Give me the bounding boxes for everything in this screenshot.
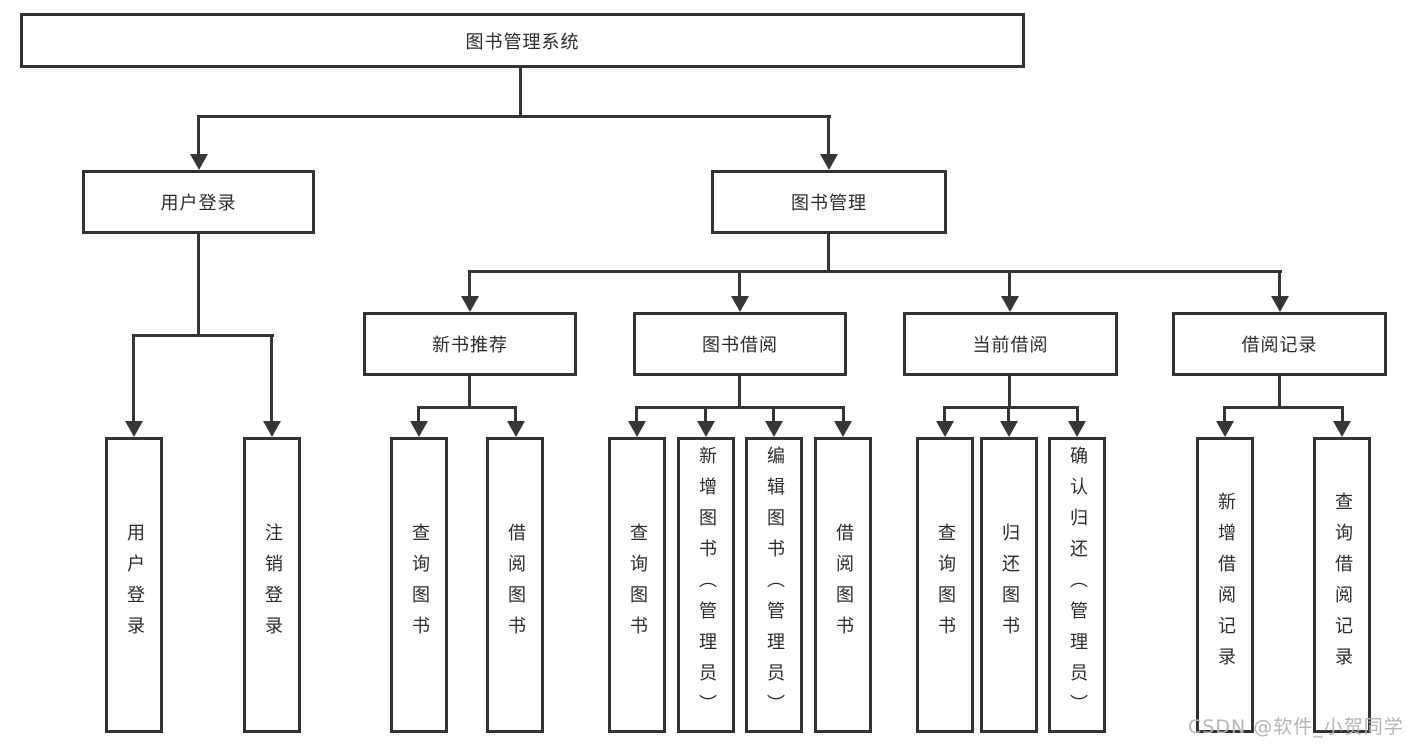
connector-line bbox=[827, 115, 830, 156]
connector-line bbox=[1278, 270, 1281, 298]
leaf-br-add-record: 新增借阅记录 bbox=[1196, 437, 1254, 733]
node-borrow-records-label: 借阅记录 bbox=[1241, 335, 1318, 356]
connector-line bbox=[827, 234, 830, 272]
arrowhead-down-icon bbox=[1001, 296, 1019, 312]
arrowhead-down-icon bbox=[697, 421, 715, 437]
arrowhead-down-icon bbox=[1216, 421, 1234, 437]
arrowhead-down-icon bbox=[263, 421, 281, 437]
leaf-cb-query-books: 查询图书 bbox=[916, 437, 974, 733]
connector-line bbox=[132, 334, 274, 337]
connector-line bbox=[1008, 270, 1011, 298]
connector-line bbox=[197, 115, 831, 118]
connector-line bbox=[635, 406, 638, 423]
connector-line bbox=[468, 376, 471, 408]
connector-line bbox=[519, 65, 522, 117]
leaf-cb-return-books-label: 归还图书 bbox=[999, 523, 1020, 647]
leaf-bb-edit-books-admin: 编辑图书（管理员） bbox=[745, 437, 803, 733]
arrowhead-down-icon bbox=[820, 154, 838, 170]
connector-line bbox=[417, 406, 517, 409]
connector-line bbox=[417, 406, 420, 423]
connector-line bbox=[1223, 406, 1226, 423]
leaf-cb-return-books: 归还图书 bbox=[980, 437, 1038, 733]
leaf-cb-confirm-return-admin-label: 确认归还（管理员） bbox=[1067, 445, 1088, 725]
leaf-bb-query-books-label: 查询图书 bbox=[627, 523, 648, 647]
node-new-book-recommend-label: 新书推荐 bbox=[432, 335, 508, 356]
leaf-bb-query-books: 查询图书 bbox=[608, 437, 666, 733]
leaf-nbr-query-books-label: 查询图书 bbox=[409, 523, 430, 647]
leaf-logout: 注销登录 bbox=[243, 437, 301, 733]
connector-line bbox=[468, 270, 471, 298]
connector-line bbox=[132, 334, 135, 423]
leaf-user-login: 用户登录 bbox=[105, 437, 163, 733]
connector-line bbox=[738, 270, 741, 298]
leaf-cb-confirm-return-admin: 确认归还（管理员） bbox=[1048, 437, 1106, 733]
arrowhead-down-icon bbox=[1333, 421, 1351, 437]
leaf-user-login-label: 用户登录 bbox=[124, 523, 145, 647]
connector-line bbox=[270, 334, 273, 423]
node-new-book-recommend: 新书推荐 bbox=[363, 312, 577, 376]
node-root-label: 图书管理系统 bbox=[465, 31, 580, 53]
arrowhead-down-icon bbox=[765, 421, 783, 437]
arrowhead-down-icon bbox=[731, 296, 749, 312]
node-current-borrow: 当前借阅 bbox=[903, 312, 1118, 376]
arrowhead-down-icon bbox=[190, 154, 208, 170]
node-user-login-label: 用户登录 bbox=[160, 193, 237, 214]
leaf-nbr-borrow-books: 借阅图书 bbox=[486, 437, 544, 733]
node-borrow-records: 借阅记录 bbox=[1172, 312, 1387, 376]
connector-line bbox=[1076, 406, 1079, 423]
leaf-bb-borrow-books-label: 借阅图书 bbox=[833, 523, 854, 647]
leaf-logout-label: 注销登录 bbox=[262, 523, 283, 647]
node-root: 图书管理系统 bbox=[20, 13, 1025, 68]
leaf-br-query-record: 查询借阅记录 bbox=[1313, 437, 1371, 733]
arrowhead-down-icon bbox=[507, 421, 525, 437]
connector-line bbox=[943, 406, 946, 423]
node-book-management-label: 图书管理 bbox=[791, 193, 867, 214]
connector-line bbox=[197, 115, 200, 156]
connector-line bbox=[635, 406, 845, 409]
leaf-bb-add-books-admin: 新增图书（管理员） bbox=[677, 437, 735, 733]
connector-line bbox=[1007, 406, 1010, 423]
connector-line bbox=[704, 406, 707, 423]
node-book-borrow: 图书借阅 bbox=[633, 312, 847, 376]
watermark: CSDN @软件_小贺同学 bbox=[1188, 716, 1404, 738]
leaf-br-query-record-label: 查询借阅记录 bbox=[1332, 492, 1353, 678]
leaf-br-add-record-label: 新增借阅记录 bbox=[1215, 492, 1236, 678]
connector-line bbox=[943, 406, 1079, 409]
leaf-bb-borrow-books: 借阅图书 bbox=[814, 437, 872, 733]
leaf-nbr-borrow-books-label: 借阅图书 bbox=[505, 523, 526, 647]
arrowhead-down-icon bbox=[1068, 421, 1086, 437]
arrowhead-down-icon bbox=[834, 421, 852, 437]
connector-line bbox=[1223, 406, 1344, 409]
connector-line bbox=[738, 376, 741, 408]
arrowhead-down-icon bbox=[461, 296, 479, 312]
node-book-management: 图书管理 bbox=[711, 170, 947, 234]
arrowhead-down-icon bbox=[410, 421, 428, 437]
leaf-nbr-query-books: 查询图书 bbox=[390, 437, 448, 733]
node-current-borrow-label: 当前借阅 bbox=[972, 335, 1049, 356]
connector-line bbox=[1008, 376, 1011, 408]
leaf-bb-add-books-admin-label: 新增图书（管理员） bbox=[696, 445, 717, 725]
leaf-cb-query-books-label: 查询图书 bbox=[935, 523, 956, 647]
connector-line bbox=[1278, 376, 1281, 408]
connector-line bbox=[1341, 406, 1344, 423]
arrowhead-down-icon bbox=[1271, 296, 1289, 312]
node-user-login: 用户登录 bbox=[82, 170, 315, 234]
arrowhead-down-icon bbox=[1000, 421, 1018, 437]
leaf-bb-edit-books-admin-label: 编辑图书（管理员） bbox=[764, 445, 785, 725]
connector-line bbox=[842, 406, 845, 423]
node-book-borrow-label: 图书借阅 bbox=[702, 335, 778, 356]
connector-line bbox=[514, 406, 517, 423]
arrowhead-down-icon bbox=[125, 421, 143, 437]
arrowhead-down-icon bbox=[628, 421, 646, 437]
connector-line bbox=[468, 270, 1282, 273]
connector-line bbox=[772, 406, 775, 423]
connector-line bbox=[197, 234, 200, 336]
arrowhead-down-icon bbox=[936, 421, 954, 437]
